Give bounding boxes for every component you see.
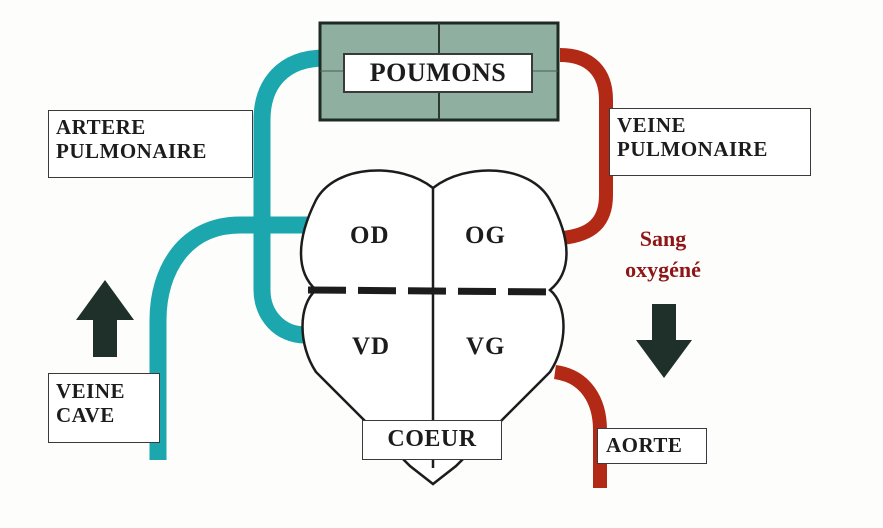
- chamber-vd: VD: [352, 333, 391, 360]
- aorta-label-text: AORTE: [606, 433, 683, 457]
- heart-label: COEUR: [362, 420, 502, 460]
- pulmonary-vein-label: VEINE PULMONAIRE: [609, 108, 811, 176]
- septum-dashed-line: [307, 286, 559, 296]
- heart-label-text: COEUR: [387, 426, 477, 452]
- arrow-up-icon: [76, 280, 134, 357]
- vena-cava-label: VEINE CAVE: [48, 373, 160, 443]
- pulmonary-vein-label-line2: PULMONAIRE: [617, 137, 768, 162]
- arrow-down-icon: [636, 304, 692, 378]
- pulmonary-vein-label-line1: VEINE: [617, 113, 687, 137]
- pulmonary-artery-label-line1: ARTERE: [56, 115, 146, 139]
- vena-cava-vessel: [149, 216, 310, 460]
- pulmonary-vein-vessel: [559, 48, 613, 245]
- lungs-label-text: POUMONS: [369, 58, 507, 87]
- oxygenated-blood-caption: Sang oxygéné: [608, 224, 718, 286]
- chamber-od: OD: [350, 222, 390, 249]
- lungs-label: POUMONS: [343, 53, 533, 93]
- oxygenated-blood-caption-line1: Sang: [639, 226, 687, 251]
- vena-cava-label-line1: VEINE: [56, 379, 126, 403]
- aorta-vessel: [553, 365, 607, 488]
- vena-cava-label-line2: CAVE: [56, 403, 115, 428]
- pulmonary-artery-vessel: [253, 49, 326, 344]
- oxygenated-blood-caption-line2: oxygéné: [625, 256, 701, 282]
- pulmonary-artery-label-line2: PULMONAIRE: [56, 139, 207, 164]
- chamber-vg: VG: [466, 333, 506, 360]
- chamber-og: OG: [465, 222, 506, 249]
- aorta-label: AORTE: [597, 428, 707, 464]
- pulmonary-artery-label: ARTERE PULMONAIRE: [48, 110, 253, 178]
